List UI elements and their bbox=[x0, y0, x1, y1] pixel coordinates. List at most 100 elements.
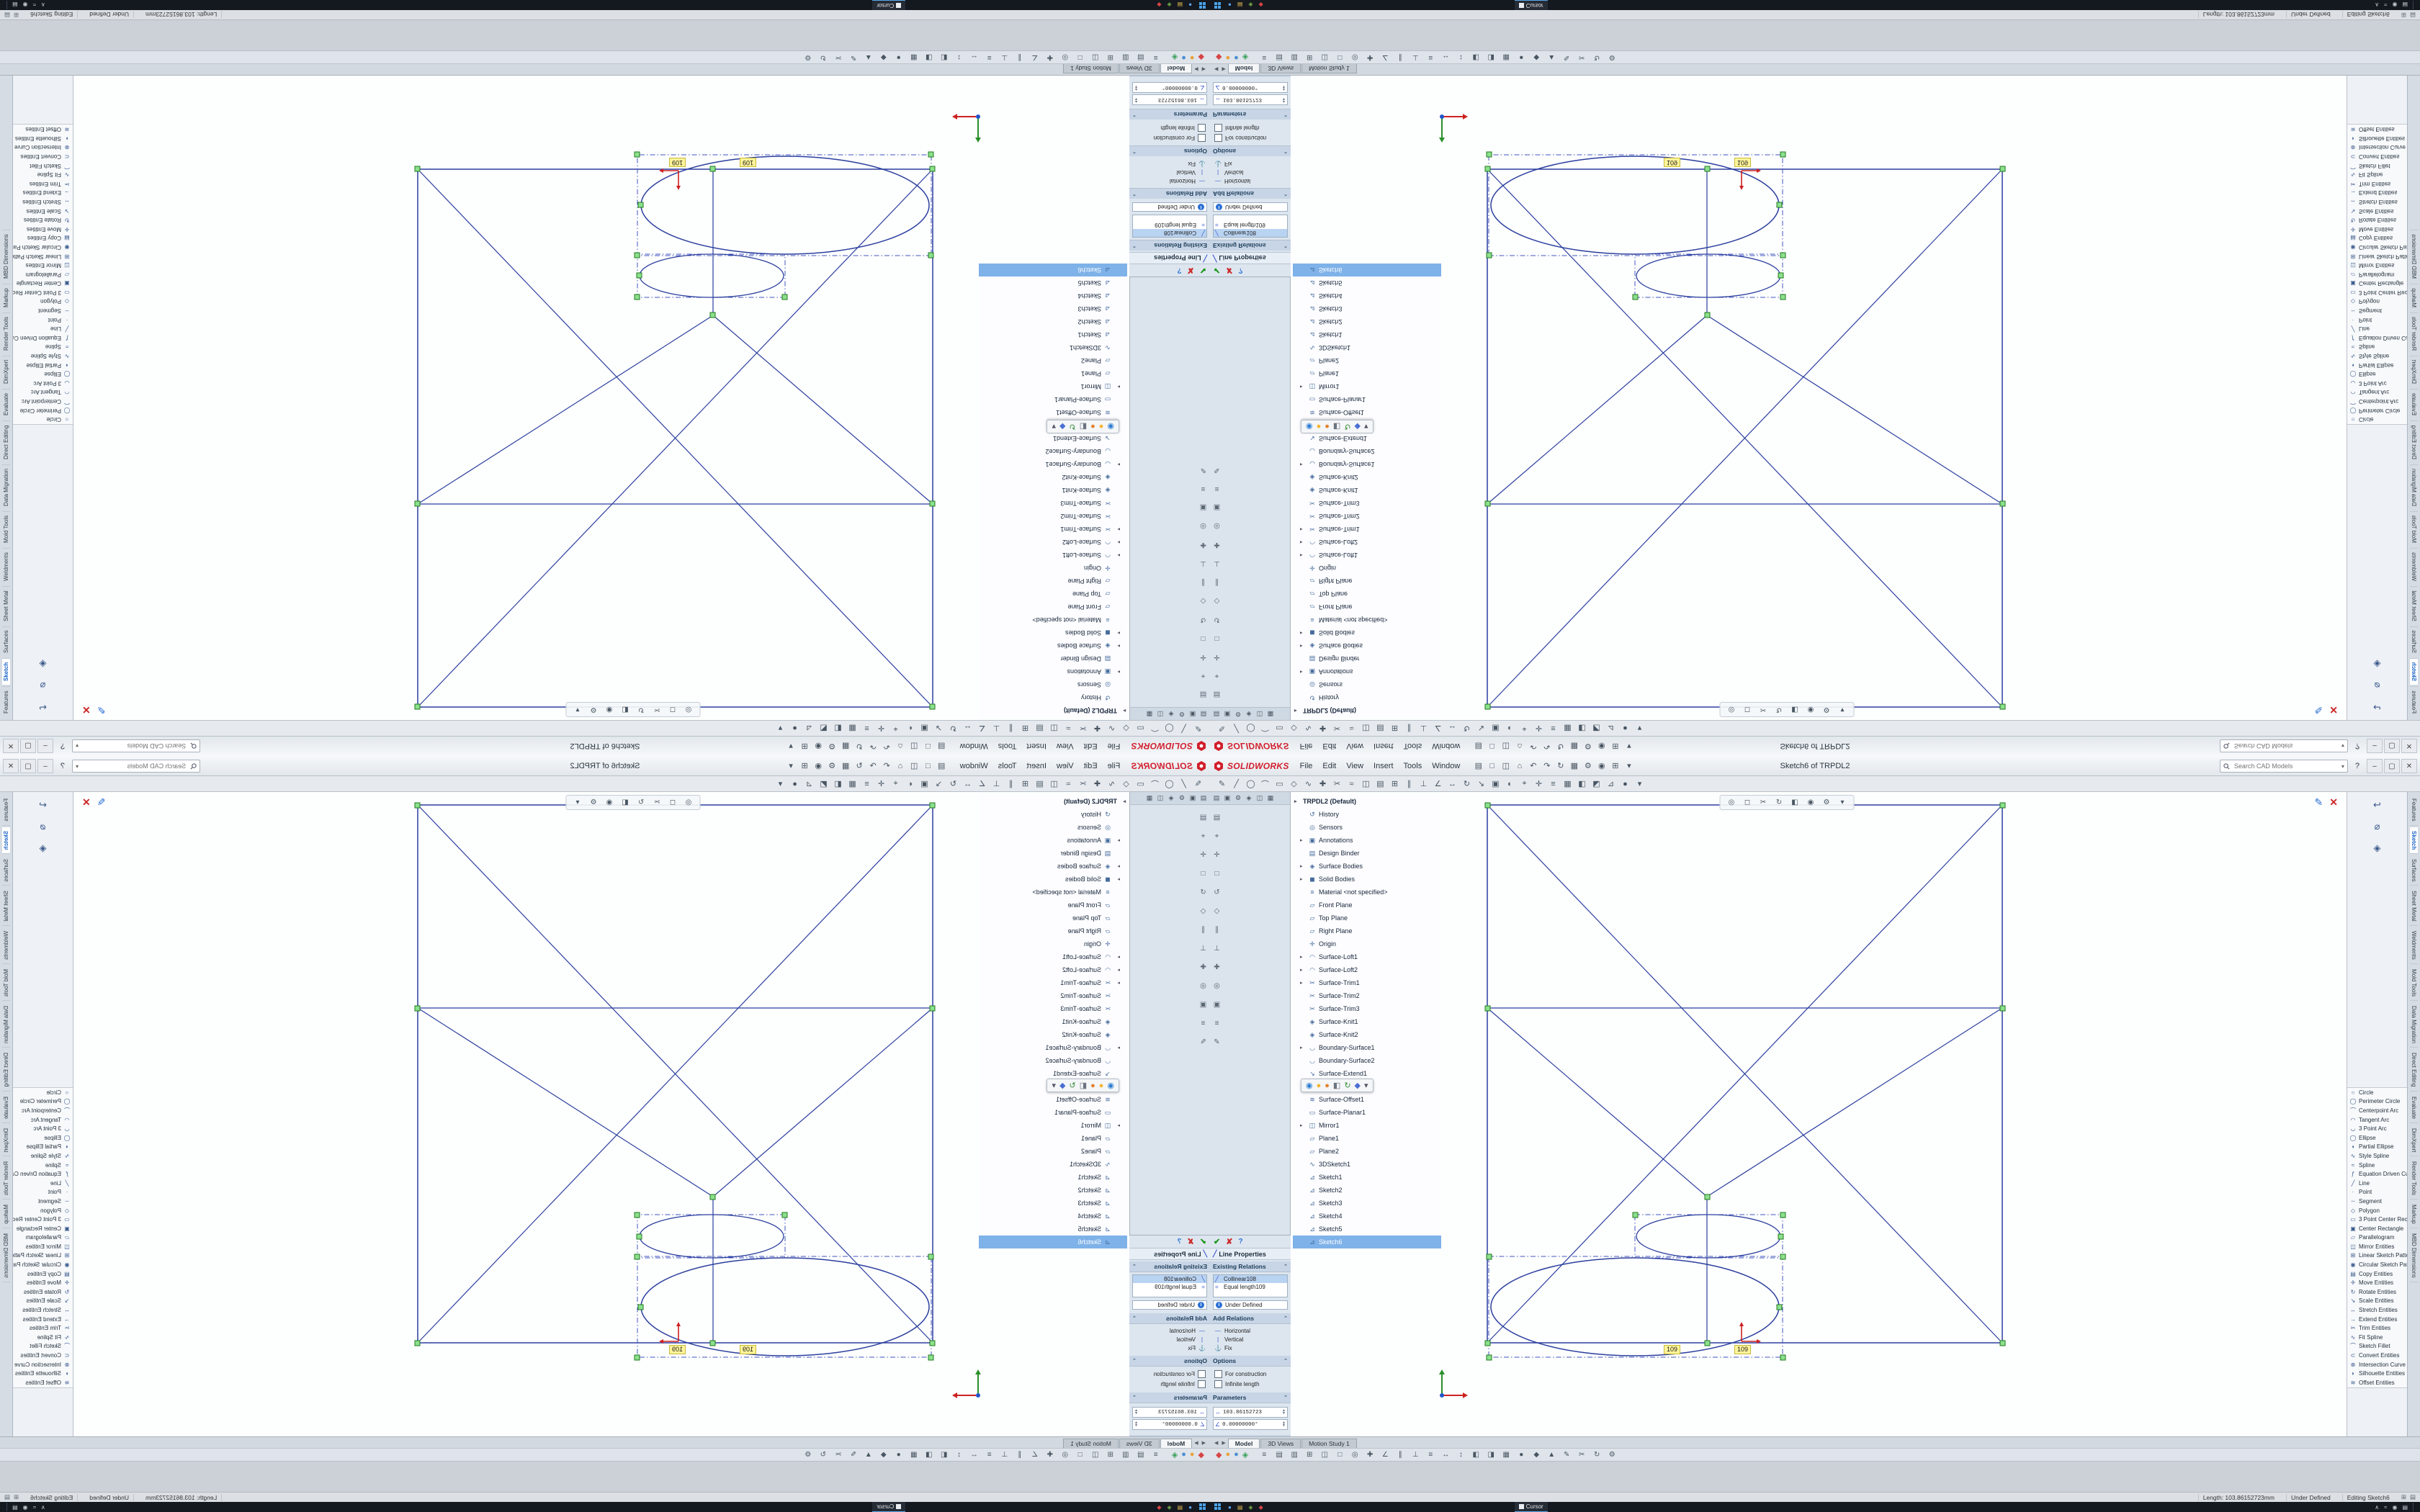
sketch-v-left[interactable] bbox=[712, 315, 933, 505]
sketch-tool-item[interactable]: ◗ Silhouette Entities bbox=[13, 134, 73, 143]
command-tab[interactable]: Mold Tools bbox=[2410, 966, 2418, 1002]
sketch-cancel-icon[interactable]: ✕ bbox=[2329, 704, 2338, 716]
floating-tool-icon[interactable]: ● bbox=[1316, 1081, 1322, 1090]
bottom-toolbar-icon[interactable]: ↔ bbox=[970, 1451, 978, 1459]
command-tab[interactable]: MBD Dimensions bbox=[2, 1229, 10, 1282]
command-tab[interactable]: Features bbox=[2, 795, 10, 826]
quick-access-icon[interactable]: ▾ bbox=[789, 762, 793, 770]
command-tab[interactable]: Data Migration bbox=[2410, 1002, 2418, 1048]
bottom-toolbar-icon[interactable]: ✂ bbox=[1579, 1451, 1585, 1459]
bottom-toolbar-icon[interactable]: ◫ bbox=[1321, 1451, 1328, 1459]
sketch-diagonal-2[interactable] bbox=[417, 804, 933, 1344]
quick-access-icon[interactable]: ⌂ bbox=[897, 742, 903, 751]
toolbar-icon[interactable]: ● bbox=[792, 779, 797, 788]
parameter-field[interactable]: ∠ 0.00000000° ▲▼ bbox=[1213, 82, 1288, 93]
docked-toolbar-icon[interactable]: ∥ bbox=[1215, 926, 1219, 934]
command-tab[interactable]: Direct Editing bbox=[2, 420, 10, 463]
bottom-toolbar-icon[interactable]: ⚙ bbox=[1608, 1451, 1615, 1459]
tree-row[interactable]: ▸ ◡ Boundary-Surface1 bbox=[1293, 458, 1441, 471]
expander-icon[interactable]: ▸ bbox=[1117, 1045, 1120, 1050]
toolbar-icon[interactable]: ∿ bbox=[1304, 780, 1312, 788]
show-desktop-button[interactable] bbox=[4, 1, 7, 9]
minimize-button[interactable]: – bbox=[37, 739, 53, 753]
feature-tree-header[interactable]: ▸ TRPDL2 (Default) bbox=[979, 795, 1127, 808]
sketch-tool-item[interactable]: ◯ Perimeter Circle bbox=[13, 1097, 73, 1107]
spinner-arrows[interactable]: ▲▼ bbox=[1134, 1408, 1138, 1416]
docked-toolbar-icon[interactable]: ◎ bbox=[1200, 982, 1206, 990]
sketch-tool-item[interactable]: ƒ Equation Driven Curve bbox=[13, 333, 73, 343]
sketch-tool-item[interactable]: ≈ Spline bbox=[13, 343, 73, 352]
parameter-field[interactable]: ↔ 103.86152723 ▲▼ bbox=[1132, 1407, 1207, 1418]
sketch-tool-item[interactable]: ≋ Offset Entities bbox=[2347, 125, 2407, 134]
checkbox[interactable] bbox=[1198, 124, 1206, 132]
tree-row[interactable]: ✛ Origin bbox=[1293, 937, 1441, 950]
menu-item[interactable]: File bbox=[1299, 742, 1313, 751]
panel-tab-icon[interactable]: ▤ bbox=[1200, 711, 1207, 718]
taskbar-app-icon[interactable]: ▤ bbox=[1177, 1, 1183, 9]
command-tab[interactable]: Mold Tools bbox=[2410, 510, 2418, 547]
add-relation-button[interactable]: | Vertical bbox=[1213, 1335, 1288, 1344]
bottom-toolbar-icon[interactable]: ∥ bbox=[1018, 1451, 1022, 1459]
bottom-toolbar-icon[interactable]: ↔ bbox=[1442, 53, 1450, 61]
model-tab[interactable]: Motion Study 1 bbox=[1301, 64, 1357, 73]
toolbar-icon[interactable]: ✎ bbox=[1218, 780, 1226, 788]
tree-row[interactable]: ▱ Front Plane bbox=[1293, 899, 1441, 912]
dimension-label[interactable]: 109 bbox=[1664, 158, 1681, 167]
tab-scroll-right-icon[interactable]: ▶ bbox=[1194, 1440, 1198, 1446]
tree-row[interactable]: ▭ Surface-Planar1 bbox=[979, 1106, 1127, 1119]
sketch-confirm-icon[interactable]: ✎ bbox=[97, 704, 106, 716]
bottom-toolbar-icon[interactable]: ⊥ bbox=[1412, 53, 1419, 61]
menu-item[interactable]: Tools bbox=[998, 742, 1017, 751]
sketch-tool-item[interactable]: ◗ Silhouette Entities bbox=[13, 1369, 73, 1378]
docked-toolbar-icon[interactable]: ✚ bbox=[1214, 963, 1220, 971]
sketch-tool-item[interactable]: ∿ Fit Spline bbox=[2347, 1333, 2407, 1342]
sketch-tool-item[interactable]: ◡ 3 Point Arc bbox=[13, 379, 73, 388]
bottom-toolbar-icon[interactable]: ● bbox=[896, 53, 901, 61]
command-big-icon[interactable]: ↩ bbox=[39, 799, 47, 810]
sketch-tool-item[interactable]: ◯ Ellipse bbox=[2347, 1133, 2407, 1143]
toolbar-icon[interactable]: ↘ bbox=[1477, 724, 1485, 732]
tree-row[interactable]: ◎ Sensors bbox=[1293, 678, 1441, 691]
floating-tool-icon[interactable]: ◧ bbox=[1332, 422, 1341, 431]
tree-row[interactable]: ✂ Surface-Trim3 bbox=[1293, 1002, 1441, 1015]
bottom-toolbar-icon[interactable]: ● bbox=[1519, 1451, 1524, 1459]
existing-relations-header[interactable]: Existing Relations ⌃ bbox=[1129, 1261, 1210, 1272]
menu-item[interactable]: Insert bbox=[1026, 761, 1047, 770]
bottom-toolbar-icon[interactable]: ⊥ bbox=[1412, 1451, 1419, 1459]
quick-access-icon[interactable]: ▦ bbox=[1570, 762, 1579, 770]
panel-tab-icon[interactable]: ◈ bbox=[1246, 794, 1252, 801]
sketch-tool-item[interactable]: · Point bbox=[2347, 315, 2407, 325]
bottom-toolbar-icon[interactable]: ◫ bbox=[1321, 53, 1328, 61]
tree-row[interactable]: ▱ Right Plane bbox=[1293, 924, 1441, 937]
sketch-tool-item[interactable]: ✛ Move Entities bbox=[2347, 1278, 2407, 1287]
tree-row[interactable]: ▸ ▣ Annotations bbox=[979, 665, 1127, 678]
docked-toolbar-icon[interactable]: ✎ bbox=[1214, 466, 1220, 474]
tree-row[interactable]: ◈ Surface-Knit1 bbox=[979, 484, 1127, 497]
bottom-toolbar-icon[interactable]: ◆ bbox=[1533, 53, 1540, 61]
tree-row[interactable]: ▸ ◡ Boundary-Surface1 bbox=[1293, 1041, 1441, 1054]
tree-row[interactable]: ▱ Plane1 bbox=[1293, 367, 1441, 380]
sketch-tool-item[interactable]: ↘ Scale Entities bbox=[2347, 207, 2407, 216]
tab-scroll-right-icon[interactable]: ▶ bbox=[1222, 1440, 1226, 1446]
dimension-label[interactable]: 109 bbox=[739, 158, 756, 167]
maximize-button[interactable]: ▢ bbox=[2384, 739, 2400, 753]
sketch-confirm-icon[interactable]: ✎ bbox=[2314, 704, 2323, 716]
tree-row[interactable]: ≋ Surface-Offset1 bbox=[979, 1093, 1127, 1106]
expander-icon[interactable]: ▸ bbox=[1117, 669, 1120, 674]
expander-icon[interactable]: ▸ bbox=[1294, 799, 1297, 804]
toolbar-icon[interactable]: ◩ bbox=[820, 724, 828, 732]
toolbar-icon[interactable]: ▤ bbox=[1376, 724, 1384, 732]
expander-icon[interactable]: ▸ bbox=[1300, 1045, 1303, 1050]
construction-rectangle-large[interactable] bbox=[637, 1256, 932, 1358]
toolbar-icon[interactable]: ✚ bbox=[1093, 780, 1101, 788]
command-tab[interactable]: Mold Tools bbox=[2, 965, 10, 1002]
colored-app-icon[interactable]: ◈ bbox=[1171, 53, 1178, 61]
bottom-toolbar-icon[interactable]: ◫ bbox=[1092, 53, 1099, 61]
dimension-label[interactable]: 109 bbox=[1734, 1345, 1752, 1354]
spinner-arrows[interactable]: ▲▼ bbox=[1282, 96, 1286, 104]
command-tab[interactable]: Surfaces bbox=[2410, 855, 2418, 886]
close-button[interactable]: ✕ bbox=[2401, 739, 2417, 753]
sketch-tool-item[interactable]: ∿ Style Spline bbox=[13, 1151, 73, 1161]
tree-row[interactable]: ▤ Design Binder bbox=[1293, 847, 1441, 860]
docked-toolbar-icon[interactable]: □ bbox=[1201, 870, 1206, 878]
